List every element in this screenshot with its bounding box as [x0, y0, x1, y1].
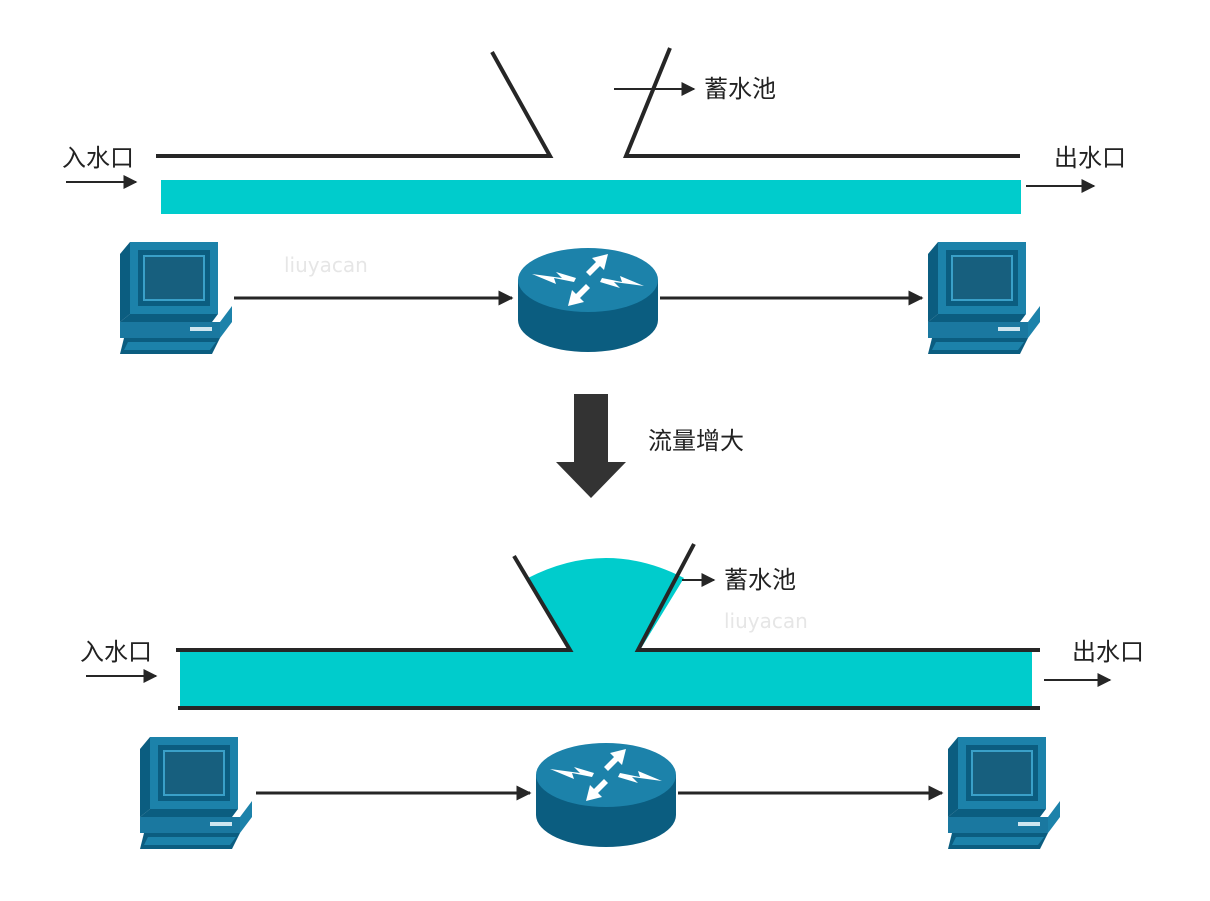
computer-icon	[947, 736, 1061, 850]
router-icon	[518, 248, 658, 352]
computer-icon	[119, 241, 233, 355]
top-inlet-label: 入水口	[62, 144, 134, 172]
bottom-scene: 蓄水池 入水口 出水口 liuyacan	[80, 543, 1144, 850]
transition-label: 流量增大	[648, 427, 744, 455]
bottom-inlet-label: 入水口	[80, 638, 152, 666]
transition-arrow-head	[556, 462, 626, 498]
top-scene: 蓄水池 入水口 出水口 liuyacan	[62, 47, 1126, 355]
bottom-reservoir-label: 蓄水池	[724, 566, 796, 594]
bottom-pipe-wall-left	[176, 554, 574, 652]
bottom-outlet-label: 出水口	[1072, 638, 1144, 666]
computer-icon	[927, 241, 1041, 355]
router-icon	[536, 743, 676, 847]
top-watermark: liuyacan	[284, 253, 368, 277]
bottom-water-flow	[180, 558, 1032, 706]
computer-icon	[139, 736, 253, 850]
bottom-pipe-wall-right	[634, 543, 1040, 652]
bottom-watermark: liuyacan	[724, 609, 808, 633]
top-pipe-wall-left	[156, 51, 554, 158]
transition-arrow-shaft	[574, 394, 608, 464]
top-water-flow	[161, 180, 1021, 214]
transition: 流量增大	[556, 394, 744, 498]
top-reservoir-label: 蓄水池	[704, 75, 776, 103]
top-outlet-label: 出水口	[1054, 144, 1126, 172]
top-pipe-wall-right	[623, 47, 1020, 158]
